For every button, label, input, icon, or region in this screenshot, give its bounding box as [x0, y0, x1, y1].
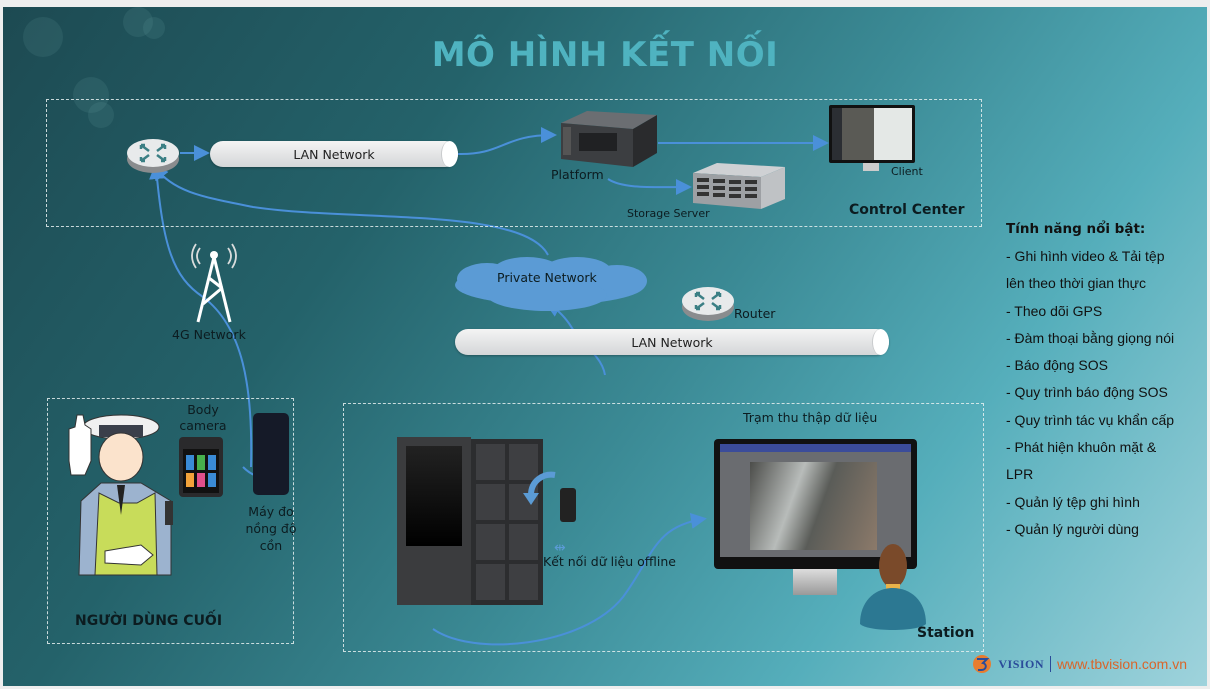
core-router-icon[interactable] — [125, 135, 181, 175]
feature-item: - Theo dõi GPS — [1006, 302, 1103, 319]
storage-server-icon[interactable] — [693, 161, 785, 211]
client-monitor[interactable] — [829, 105, 915, 163]
client-monitor-stand — [863, 163, 879, 171]
feature-item: - Quy trình báo động SOS — [1006, 384, 1168, 401]
footer: VISION www.tbvision.com.vn — [972, 654, 1187, 674]
slide: MÔ HÌNH KẾT NỐI Control Center — [3, 7, 1207, 686]
station-label: Station — [917, 625, 975, 641]
operator-avatar — [860, 544, 926, 630]
lan-network-top: LAN Network — [210, 141, 458, 167]
docking-station-slots — [471, 439, 543, 605]
insert-arrow-icon — [523, 471, 556, 505]
feature-item: - Báo động SOS — [1006, 357, 1108, 374]
station-monitor-stand — [793, 569, 837, 595]
platform-to-storage-line — [607, 178, 692, 196]
police-officer-illustration — [68, 414, 173, 576]
feature-item: - Ghi hình video & Tải tệp — [1006, 248, 1165, 264]
bokeh-decoration — [73, 77, 109, 113]
docking-station-panel — [397, 437, 471, 605]
features-list: Tính năng nổi bật: - Ghi hình video & Tả… — [1006, 221, 1174, 543]
control-center-label: Control Center — [849, 202, 965, 218]
private-to-router-line — [152, 163, 549, 256]
private-network-label: Private Network — [497, 270, 597, 285]
body-camera-device[interactable] — [179, 437, 223, 497]
lan-network-bottom: LAN Network — [455, 329, 889, 355]
page-title: MÔ HÌNH KẾT NỐI — [431, 35, 779, 75]
platform-server-icon[interactable] — [557, 109, 661, 169]
private-network-cloud — [455, 257, 647, 311]
feature-item: LPR — [1006, 466, 1034, 483]
platform-label: Platform — [551, 167, 604, 182]
body-camera-small — [560, 488, 576, 522]
footer-divider — [1050, 656, 1052, 672]
end-user-box — [47, 398, 294, 644]
lan-network-bottom-label: LAN Network — [631, 334, 713, 350]
website-link[interactable]: www.tbvision.com.vn — [1057, 656, 1187, 672]
feature-item: - Đàm thoại bằng giọng nói — [1006, 329, 1175, 346]
bokeh-decoration — [143, 17, 165, 39]
video-player[interactable] — [750, 462, 877, 550]
cell-tower-icon — [191, 243, 237, 323]
station-monitor[interactable] — [714, 439, 917, 569]
docking-station-screen — [406, 446, 462, 546]
lan-network-top-label: LAN Network — [293, 146, 375, 162]
brand-logo-icon — [973, 655, 992, 673]
bokeh-decoration — [88, 102, 114, 128]
station-box — [343, 403, 984, 652]
body-camera-label: Body camera — [179, 402, 227, 433]
bokeh-decoration — [123, 7, 153, 37]
feature-item: lên theo thời gian thực — [1006, 275, 1146, 292]
brand-name: VISION — [998, 656, 1045, 671]
end-user-label: NGƯỜI DÙNG CUỐI — [75, 613, 223, 629]
control-center-box — [46, 99, 982, 227]
breathalyzer-label: Máy đo nồng độ cồn — [245, 504, 297, 553]
locker-to-station-line — [432, 513, 707, 646]
storage-server-label: Storage Server — [627, 207, 710, 220]
features-title: Tính năng nổi bật: — [1006, 221, 1146, 237]
router-icon[interactable] — [680, 283, 736, 323]
4g-network-label: 4G Network — [172, 327, 246, 342]
feature-item: - Quản lý người dùng — [1006, 520, 1139, 537]
lan-to-platform-line — [457, 127, 557, 156]
usb-icon: ⇹ — [554, 539, 566, 555]
router-label: Router — [734, 306, 776, 321]
bokeh-decoration — [23, 17, 63, 57]
feature-item: - Quản lý tệp ghi hình — [1006, 493, 1140, 510]
feature-item: - Phát hiện khuôn mặt & — [1006, 439, 1157, 456]
offline-connection-label: Kết nối dữ liệu offline — [543, 554, 676, 569]
breathalyzer-device[interactable] — [253, 413, 289, 495]
data-collection-label: Trạm thu thập dữ liệu — [743, 410, 878, 425]
client-label: Client — [891, 165, 923, 178]
feature-item: - Quy trình tác vụ khẩn cấp — [1006, 411, 1175, 428]
